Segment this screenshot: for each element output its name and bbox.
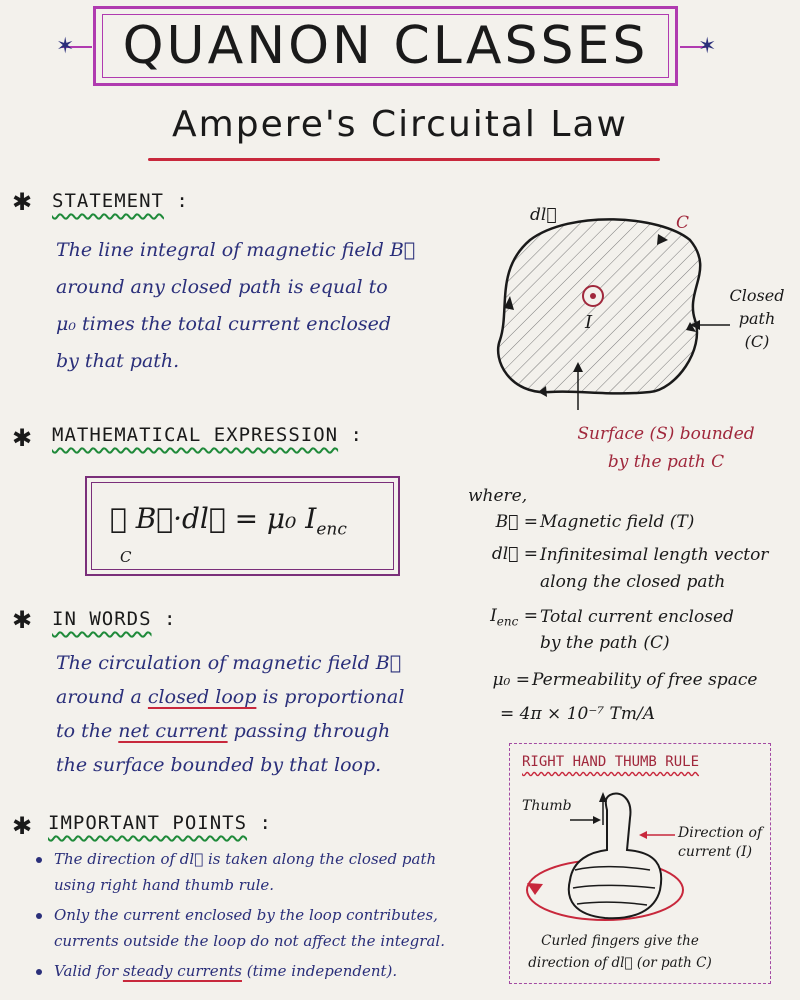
def-text-dl: Infinitesimal length vector along the cl… — [540, 545, 769, 592]
def-text-mu: Permeability of free space — [532, 670, 758, 690]
def-symbol-b: B⃗ = — [495, 512, 538, 532]
right-hand-rule-title: RIGHT HAND THUMB RULE — [522, 754, 700, 770]
closed-path-label: Closed path (C) — [729, 286, 785, 351]
list-item: using right hand thumb rule. — [54, 876, 275, 894]
important-points-list: The direction of dl⃗ is taken along the … — [36, 846, 496, 984]
def-value-mu: = 4π × 10⁻⁷ Tm/A — [500, 704, 655, 724]
surface-label: Surface (S) bounded by the path C — [577, 424, 755, 472]
current-direction-label: Direction of current (I) — [678, 825, 763, 860]
title-left-bar — [62, 46, 92, 48]
current-label: I — [585, 312, 593, 333]
section-star-icon: ✱ — [12, 188, 33, 216]
section-star-icon: ✱ — [12, 424, 33, 452]
page-title: QUANON CLASSES — [122, 16, 649, 76]
def-text-ienc: Total current enclosed by the path (C) — [540, 607, 734, 653]
section-star-icon: ✱ — [12, 606, 33, 634]
def-symbol-ienc: Ienc = — [490, 606, 538, 629]
section-star-icon: ✱ — [12, 812, 33, 840]
equation: ∮ B⃗·dl⃗ = μ₀ Ienc — [110, 502, 347, 540]
subtitle-underline — [148, 158, 660, 161]
c-label: C — [676, 213, 690, 233]
dl-label: dl⃗ — [530, 205, 557, 225]
title-frame — [93, 6, 678, 86]
equation-path-subscript: C — [120, 548, 132, 566]
right-hand-rule-box — [509, 743, 771, 984]
closed-path-figure — [496, 218, 730, 410]
list-item: The direction of dl⃗ is taken along the … — [36, 846, 496, 872]
def-text-b: Magnetic field (T) — [540, 512, 695, 532]
in-words-text: The circulation of magnetic field B⃗ aro… — [56, 652, 405, 776]
curled-fingers-label: Curled fingers give the direction of dl⃗… — [528, 933, 712, 971]
def-symbol-dl: dl⃗ = — [491, 544, 538, 564]
list-item: Only the current enclosed by the loop co… — [36, 902, 496, 928]
where-label: where, — [468, 486, 528, 506]
left-star-icon: ✶ — [56, 34, 75, 59]
equation-box — [85, 476, 400, 576]
subtitle: Ampere's Circuital Law — [172, 104, 628, 145]
thumb-label: Thumb — [522, 798, 572, 814]
in-words-heading: IN WORDS : — [52, 608, 177, 630]
closed-path-curve — [496, 218, 702, 395]
list-item: currents outside the loop do not affect … — [54, 932, 445, 950]
statement-heading: STATEMENT : — [52, 190, 189, 212]
right-star-icon: ✶ — [698, 34, 717, 59]
statement-text: The line integral of magnetic field B⃗ a… — [56, 239, 416, 372]
title-right-bar — [680, 46, 708, 48]
thumb-hand-figure — [526, 792, 684, 921]
list-item: Valid for steady currents (time independ… — [36, 958, 496, 984]
math-heading: MATHEMATICAL EXPRESSION : — [52, 424, 363, 446]
important-points-heading: IMPORTANT POINTS : — [48, 812, 272, 834]
def-symbol-mu: μ₀ = — [492, 670, 530, 690]
